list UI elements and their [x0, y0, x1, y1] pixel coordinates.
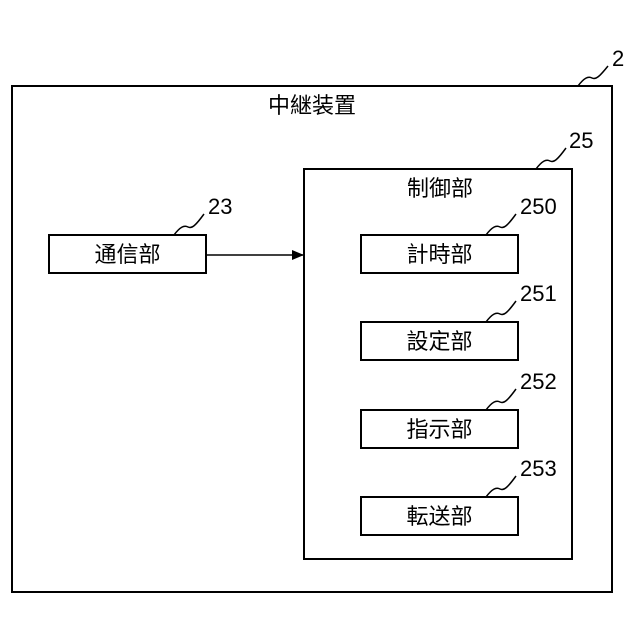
control-unit-title: 制御部: [407, 177, 473, 202]
instruction-unit-leader: [486, 389, 516, 410]
setting-unit-label: 設定部: [406, 330, 472, 355]
setting-unit-ref: 251: [520, 281, 557, 306]
comm-unit-label: 通信部: [94, 243, 160, 268]
relay-device-leader: [578, 66, 608, 86]
timer-unit-leader: [486, 214, 516, 235]
control-unit-box: [304, 169, 572, 559]
instruction-unit-label: 指示部: [406, 418, 472, 443]
timer-unit-label: 計時部: [406, 243, 472, 268]
comm-unit-leader: [174, 214, 204, 235]
relay-device-ref: 2: [612, 46, 624, 71]
transfer-unit-label: 転送部: [406, 505, 472, 530]
instruction-unit-ref: 252: [520, 369, 557, 394]
transfer-unit-ref: 253: [520, 456, 557, 481]
transfer-unit-leader: [486, 476, 516, 497]
control-unit-leader: [536, 148, 566, 169]
comm-unit-ref: 23: [208, 194, 232, 219]
setting-unit-leader: [486, 301, 516, 322]
control-unit-ref: 25: [569, 128, 593, 153]
relay-device-title: 中継装置: [268, 94, 356, 119]
relay-device-box: [12, 86, 612, 592]
timer-unit-ref: 250: [520, 194, 557, 219]
